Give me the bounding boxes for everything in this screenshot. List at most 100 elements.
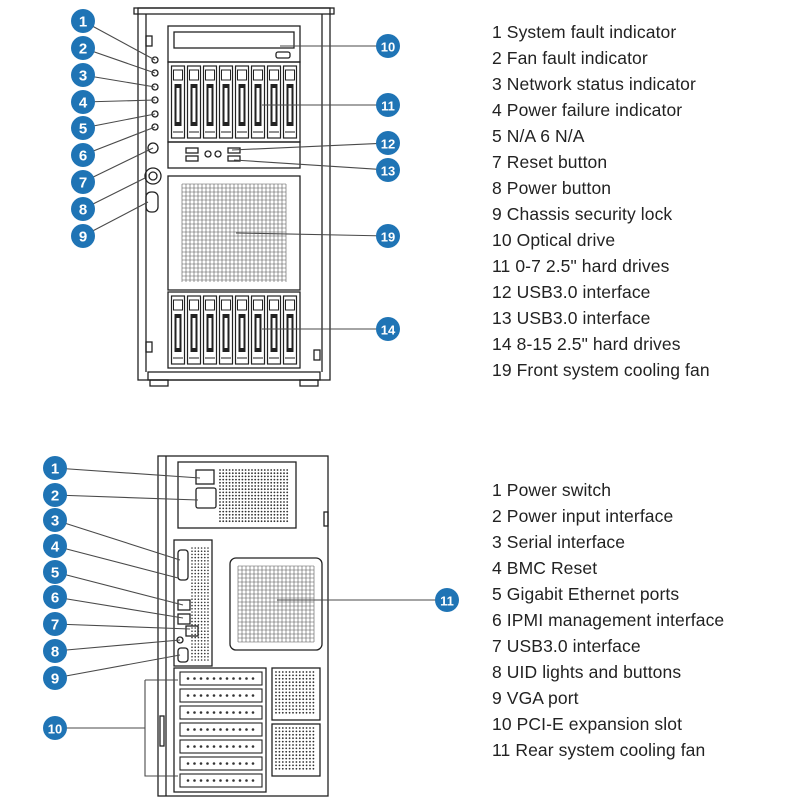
leader-line [82,147,154,183]
leader-line [82,113,156,129]
leader-line [54,571,184,606]
callout-number: 9 [79,229,87,246]
callout-number: 2 [79,41,87,58]
leader-line [82,74,156,88]
leader-line [82,20,156,61]
callout-number: 1 [79,14,87,31]
callout-badge: 5 [71,116,95,140]
callout-badge: 8 [71,197,95,221]
psu-vent-grille [219,469,289,523]
drive-bay [266,65,282,139]
leader-line [82,99,156,103]
callout-number: 6 [51,590,59,607]
drive-bay [170,295,186,365]
rear-legend-item: 7 USB3.0 interface [492,636,641,656]
callout-number: 1 [51,461,59,478]
drive-bay [266,295,282,365]
pcie-slot [179,722,263,737]
callout-badge: 1 [43,456,67,480]
callout-badge: 3 [43,508,67,532]
front-legend-item: 12 USB3.0 interface [492,282,651,302]
rear-legend-item: 11 Rear system cooling fan [492,740,706,760]
front-chassis [133,7,335,387]
leader-line [82,126,156,156]
leader-line [82,47,156,74]
drive-bay [186,65,202,139]
rear-callouts: 1 2 3 4 5 6 7 8 9 10 11 [43,456,459,740]
callout-number: 7 [51,617,59,634]
callout-badge: 6 [43,585,67,609]
front-drive-bays-bottom [170,295,298,365]
drive-bay [234,65,250,139]
front-legend-item: 2 Fan fault indicator [492,48,648,68]
rear-legend-item: 8 UID lights and buttons [492,662,682,682]
callout-number: 9 [51,671,59,688]
callout-badge: 9 [43,666,67,690]
front-legend-item: 4 Power failure indicator [492,100,683,120]
callout-badge: 10 [376,34,400,58]
pcie-slot [179,705,263,720]
drive-bay [202,295,218,365]
rear-legend-item: 2 Power input interface [492,506,674,526]
rear-legend: 1 Power switch 2 Power input interface 3 S… [492,477,724,763]
front-legend-item: 7 Reset button [492,152,608,172]
front-legend-item: 8 Power button [492,178,612,198]
callout-number: 13 [381,164,395,179]
pcie-slot-covers [179,671,263,788]
callout-badge: 4 [71,90,95,114]
drive-bay [218,65,234,139]
callout-number: 2 [51,488,59,505]
rear-chassis [157,455,329,797]
rear-legend-item: 3 Serial interface [492,532,626,552]
io-vent-grille [191,547,209,661]
callout-number: 3 [79,68,87,85]
callout-number: 8 [51,644,59,661]
power-supply [177,461,297,529]
callout-badge: 11 [435,588,459,612]
callout-badge: 2 [71,36,95,60]
drive-bay [234,295,250,365]
callout-number: 10 [381,40,395,55]
callout-number: 5 [51,565,59,582]
drive-bay [250,65,266,139]
io-panel [173,539,213,667]
front-legend-item: 10 Optical drive [492,230,616,250]
leader-line [235,232,389,237]
callout-badge: 6 [71,143,95,167]
callout-number: 4 [79,95,88,112]
front-legend-item: 13 USB3.0 interface [492,308,651,328]
callout-badge: 8 [43,639,67,663]
leader-line [231,142,389,151]
callout-badge: 9 [71,224,95,248]
callout-number: 12 [381,137,395,152]
callout-badge: 5 [43,560,67,584]
callout-number: 7 [79,175,87,192]
front-legend-item: 9 Chassis security lock [492,204,673,224]
callout-number: 10 [48,722,62,737]
rear-legend-item: 1 Power switch [492,480,612,500]
rear-view-diagram: 1 2 3 4 5 6 7 8 9 10 11 [43,455,459,797]
callout-badge: 10 [43,716,67,740]
callout-number: 8 [79,202,87,219]
drive-bay [282,295,298,365]
rear-legend-item: 4 BMC Reset [492,558,598,578]
callout-badge: 11 [376,93,400,117]
callout-badge: 7 [43,612,67,636]
rear-side-vents [275,671,315,770]
callout-number: 14 [381,323,396,338]
callout-badge: 7 [71,170,95,194]
leader-line [54,545,179,579]
drive-bay [170,65,186,139]
drive-bay [282,65,298,139]
front-legend-item: 11 0-7 2.5" hard drives [492,256,670,276]
callout-badge: 4 [43,534,67,558]
callout-number: 4 [51,539,60,556]
front-legend-item: 3 Network status indicator [492,74,696,94]
front-fan-grille [181,183,287,282]
callout-badge: 3 [71,63,95,87]
leader-line [54,494,199,501]
rear-fan-grille [237,565,315,643]
front-leader-lines [82,20,389,330]
rear-legend-item: 10 PCI-E expansion slot [492,714,683,734]
